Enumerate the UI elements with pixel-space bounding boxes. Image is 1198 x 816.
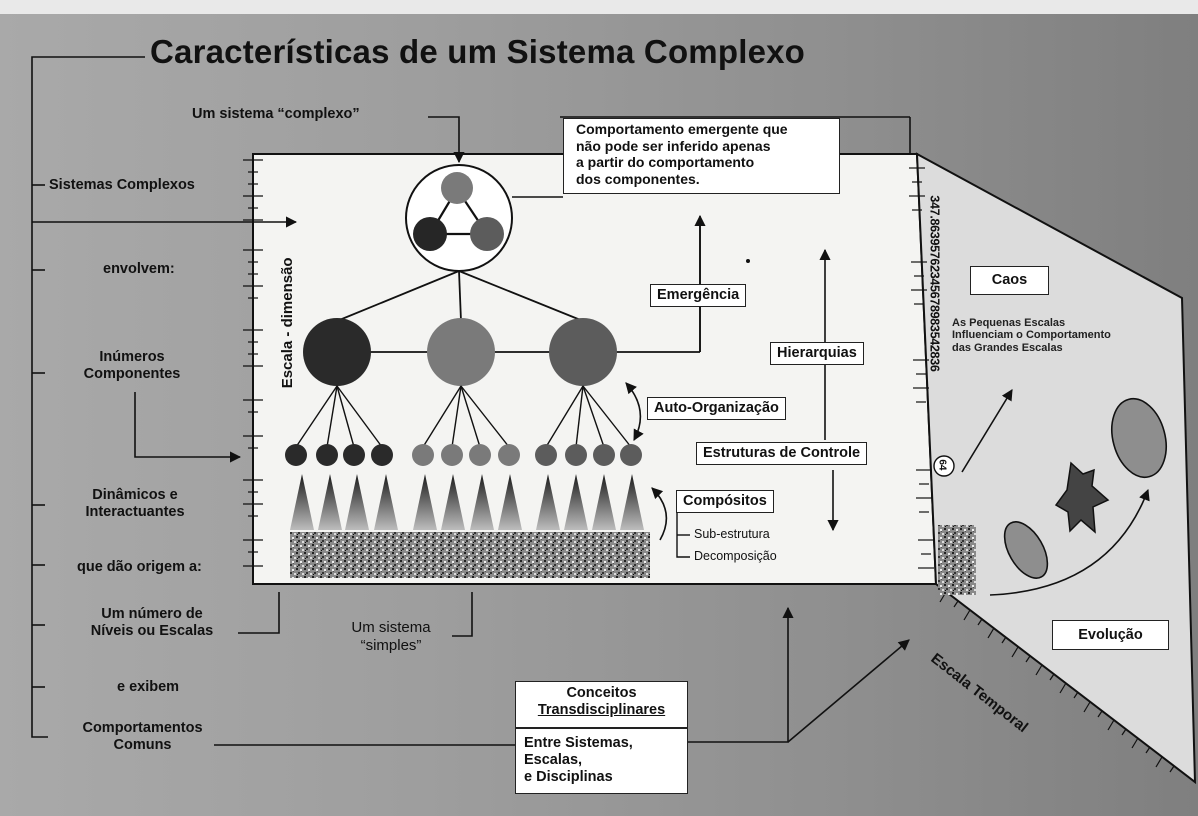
label-um-numero: Um número de: [101, 606, 203, 622]
emergent-line-2: não pode ser inferido apenas: [576, 137, 771, 154]
evolution-curved-arrow: [989, 488, 1150, 596]
label-emergencia: Emergência: [650, 284, 747, 308]
scale-number-circle: [933, 455, 955, 477]
label-simples: “simples”: [360, 636, 422, 654]
left-ruler-ticks: [243, 159, 263, 567]
mid-node-center: [427, 318, 495, 386]
line-niveis: [238, 592, 280, 634]
arrow-complexo: [428, 116, 465, 164]
label-compositos: Compósitos: [676, 490, 774, 514]
composite-cones: [290, 474, 644, 530]
label-que-dao-origem: que dão origem a:: [77, 559, 202, 575]
emergent-line-4: dos componentes.: [576, 170, 700, 187]
label-decomposicao: Decomposição: [694, 549, 777, 563]
label-dinamicos-e: Dinâmicos e: [92, 487, 178, 503]
line-simples: [452, 592, 473, 637]
label-escalas: Escalas,: [524, 752, 583, 769]
mini-node-right: [470, 217, 504, 251]
label-pequenas-1: As Pequenas Escalas: [952, 317, 1066, 329]
evolution-ellipse-small: [1003, 521, 1049, 579]
left-bracket: [31, 56, 145, 738]
label-auto-organizacao: Auto-Organização: [647, 397, 786, 421]
label-evolucao: Evolução: [1052, 620, 1169, 650]
label-inumeros-componentes: Inúmeros Componentes: [72, 349, 192, 383]
mid-node-left: [303, 318, 371, 386]
page-title: Características de um Sistema Complexo: [150, 33, 806, 70]
label-um-sistema: Um sistema: [351, 619, 431, 636]
label-pequenas-escalas: As Pequenas Escalas Influenciam o Compor…: [952, 317, 1111, 354]
line-sub-estrutura: [676, 507, 690, 558]
label-e-exibem: e exibem: [117, 679, 180, 695]
label-numero-niveis: Um número de Níveis ou Escalas: [72, 606, 232, 640]
mark-dot: [746, 259, 750, 263]
label-caos: Caos: [970, 266, 1049, 295]
entre-sistemas-box: Entre Sistemas, Escalas, e Disciplinas: [515, 728, 688, 794]
label-niveis-escalas: Níveis ou Escalas: [90, 623, 214, 640]
label-envolvem: envolvem:: [103, 261, 175, 277]
label-hierarquias: Hierarquias: [770, 342, 864, 366]
label-comportamentos-comuns: Comportamentos Comuns: [70, 720, 215, 754]
hierarchy-lines: [336, 218, 701, 353]
arrow-auto-organizacao: [625, 382, 644, 441]
label-pequenas-3: das Grandes Escalas: [952, 341, 1063, 354]
scale-number: 347.86395762345678983542836: [927, 195, 942, 372]
mini-node-left: [413, 217, 447, 251]
arrow-compositos: [651, 487, 668, 541]
label-conceitos: Conceitos: [566, 685, 637, 701]
scale-number-end: 64: [936, 459, 948, 471]
label-comuns: Comuns: [113, 737, 172, 754]
temporal-ruler-ticks: [935, 583, 1196, 783]
arrow-componentes: [134, 392, 242, 463]
emergent-line-3: a partir do comportamento: [576, 154, 755, 171]
label-estruturas-controle: Estruturas de Controle: [696, 442, 868, 466]
label-um-sistema-simples: Um sistema “simples”: [336, 619, 446, 654]
label-entre-sistemas: Entre Sistemas,: [524, 735, 633, 751]
label-um-sistema-complexo: Um sistema “complexo”: [192, 106, 360, 122]
substructure-texture: [290, 532, 650, 578]
label-dinamicos: Dinâmicos e Interactuantes: [75, 487, 195, 521]
label-transdisciplinares: Transdisciplinares: [537, 702, 666, 719]
emergent-line-1: Comportamento emergente que: [576, 121, 788, 137]
emergent-behavior-box: Comportamento emergente que não pode ser…: [563, 118, 840, 194]
right-ruler-ticks: [909, 167, 934, 569]
conceitos-box: Conceitos Transdisciplinares: [515, 681, 688, 728]
label-comportamentos: Comportamentos: [82, 720, 203, 736]
arrow-conceitos-temporal: [787, 639, 910, 743]
label-escala-dimensao: Escala - dimensão: [279, 257, 297, 389]
label-sub-estrutura: Sub-estrutura: [694, 527, 770, 541]
label-interactuantes: Interactuantes: [85, 504, 185, 521]
arrow-caos: [961, 389, 1013, 473]
evolution-ellipse-large: [1111, 397, 1167, 479]
label-pequenas-2: Influenciam o Comportamento: [952, 329, 1111, 342]
evolution-star-shape: [1054, 461, 1110, 534]
label-disciplinas: e Disciplinas: [524, 769, 613, 786]
label-inumeros: Inúmeros: [99, 349, 165, 365]
mini-node-top: [441, 172, 473, 204]
side-texture: [938, 525, 976, 595]
fan-lines: [295, 385, 632, 448]
mid-node-right: [549, 318, 617, 386]
label-sistemas-complexos: Sistemas Complexos: [49, 177, 195, 193]
label-componentes: Componentes: [83, 366, 181, 383]
arrow-conceitos-up: [688, 606, 794, 743]
small-nodes: [285, 444, 642, 466]
